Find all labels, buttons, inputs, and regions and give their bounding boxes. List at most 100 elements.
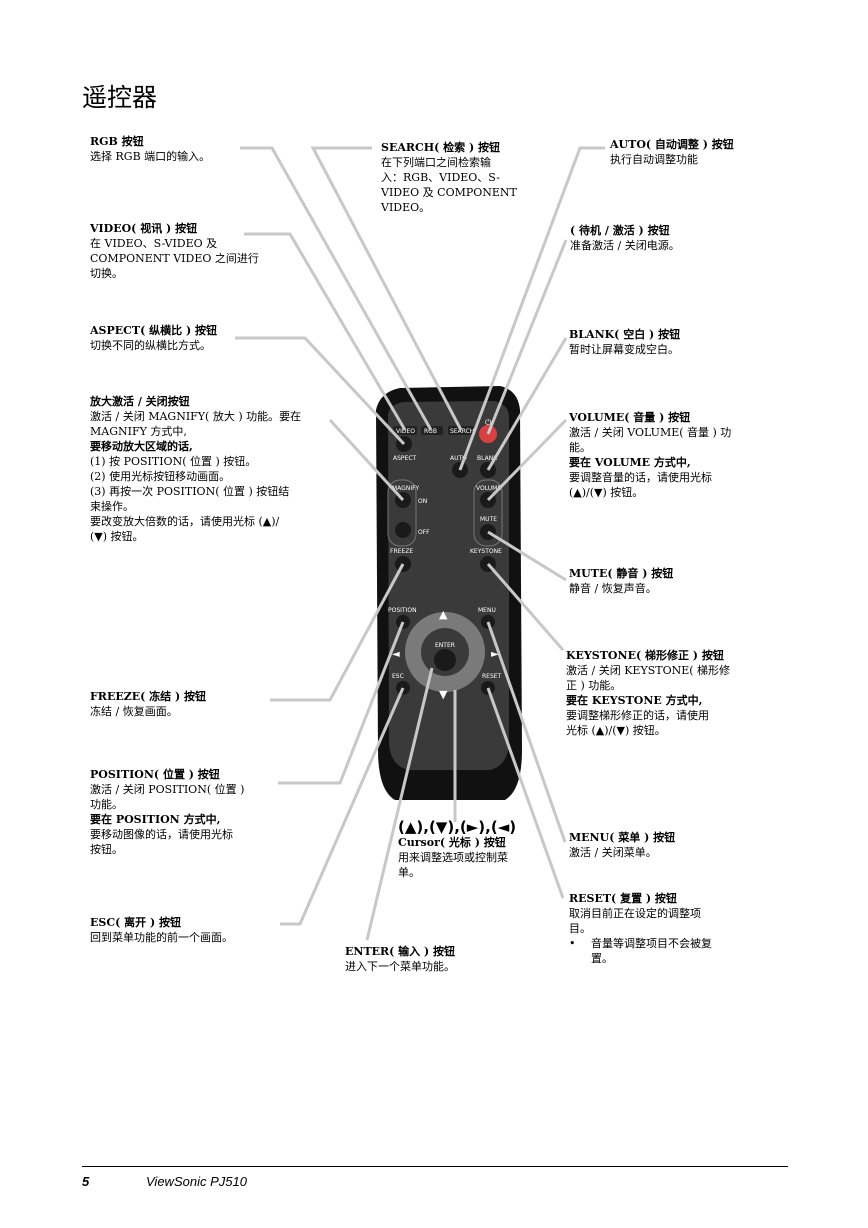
callout-lines (235, 146, 605, 941)
magnify-line: MAGNIFY 方式中, (90, 425, 187, 438)
remote-label-search: SEARCH (450, 428, 474, 435)
cursor-button-desc: (▲),(▼),(►),(◄) Cursor( 光标 ) 按钮 用来调整选项或控… (398, 820, 516, 880)
remote-label-volume: VOLUME (476, 485, 501, 492)
reset-bullet: • 音量等调整项目不会被复 置。 (569, 936, 744, 966)
video-line: COMPONENT VIDEO 之间进行 (90, 252, 259, 265)
menu-line: 激活 / 关闭菜单。 (569, 846, 657, 859)
position-sub: 要在 POSITION 方式中, (90, 813, 221, 826)
cursor-line: 单。 (398, 866, 420, 879)
remote-label-enter: ENTER (435, 642, 455, 649)
remote-buttons: VIDEO RGB SEARCH ⏻ ASPECT AUTO BLANK MAG… (387, 418, 503, 701)
freeze-title: FREEZE( 冻结 ) 按钮 (90, 690, 207, 703)
esc-line: 回到菜单功能的前一个画面。 (90, 931, 233, 944)
freeze-button-desc: FREEZE( 冻结 ) 按钮 冻结 / 恢复画面。 (90, 689, 206, 719)
esc-title: ESC( 离开 ) 按钮 (90, 916, 181, 929)
magnify-sub: 要移动放大区域的话, (90, 440, 193, 453)
bullet-icon: • (569, 937, 576, 950)
magnify-step: 要改变放大倍数的话，请使用光标 (▲)/ (90, 515, 280, 528)
video-button-desc: VIDEO( 视讯 ) 按钮 在 VIDEO、S-VIDEO 及 COMPONE… (90, 221, 259, 281)
page-title: 遥控器 (82, 83, 158, 112)
cursor-arrows: (▲),(▼),(►),(◄) (398, 818, 517, 836)
remote-label-on: ON (418, 498, 427, 505)
magnify-step: (1) 按 POSITION( 位置 ) 按钮。 (90, 455, 257, 468)
magnify-title: 放大激活 / 关闭按钮 (90, 395, 190, 408)
blank-button-desc: BLANK( 空白 ) 按钮 暂时让屏幕变成空白。 (569, 327, 680, 357)
cursor-right-icon: ► (491, 649, 499, 660)
cursor-line: 用来调整选项或控制菜 (398, 851, 508, 864)
rgb-title: RGB 按钮 (90, 135, 144, 148)
reset-button-desc: RESET( 复置 ) 按钮 取消目前正在设定的调整项 目。 • 音量等调整项目… (569, 891, 744, 966)
footer-rule (82, 1166, 788, 1167)
video-title: VIDEO( 视讯 ) 按钮 (90, 222, 198, 235)
keystone-line2: 要调整梯形修正的话，请使用 (566, 709, 709, 722)
remote-label-esc: ESC (392, 673, 404, 680)
remote-label-rgb: RGB (424, 428, 437, 435)
rgb-key (421, 426, 443, 435)
search-line: 在下列端口之间检索输 (381, 156, 491, 169)
keystone-title: KEYSTONE( 梯形修正 ) 按钮 (566, 649, 724, 662)
volume-button-desc: VOLUME( 音量 ) 按钮 激活 / 关闭 VOLUME( 音量 ) 功 能… (569, 410, 731, 500)
auto-title: AUTO( 自动调整 ) 按钮 (610, 138, 734, 151)
blank-line: 暂时让屏幕变成空白。 (569, 343, 679, 356)
volume-sub: 要在 VOLUME 方式中, (569, 456, 691, 469)
standby-line: 准备激活 / 关闭电源。 (570, 239, 680, 252)
keystone-line: 激活 / 关闭 KEYSTONE( 梯形修 (566, 664, 731, 677)
remote-label-menu: MENU (478, 607, 496, 614)
footer-brand: ViewSonic PJ510 (146, 1174, 247, 1189)
search-title: SEARCH( 检索 ) 按钮 (381, 141, 501, 154)
remote-label-keystone: KEYSTONE (470, 548, 502, 555)
enter-title: ENTER( 输入 ) 按钮 (345, 945, 456, 958)
remote-label-reset: RESET (482, 673, 502, 680)
freeze-line: 冻结 / 恢复画面。 (90, 705, 178, 718)
magnify-step: (2) 使用光标按钮移动画面。 (90, 470, 231, 483)
volume-line: 能。 (569, 441, 591, 454)
keystone-line: 正 ) 功能。 (566, 679, 622, 692)
reset-line: 目。 (569, 922, 591, 935)
cursor-down-icon: ▼ (439, 688, 448, 701)
mute-button-desc: MUTE( 静音 ) 按钮 静音 / 恢复声音。 (569, 566, 673, 596)
reset-title: RESET( 复置 ) 按钮 (569, 892, 677, 905)
magnify-step: (▼) 按钮。 (90, 530, 144, 543)
remote-label-auto: AUTO (450, 455, 467, 462)
video-line: 切换。 (90, 267, 123, 280)
blank-title: BLANK( 空白 ) 按钮 (569, 328, 681, 341)
keystone-sub: 要在 KEYSTONE 方式中, (566, 694, 703, 707)
menu-button-desc: MENU( 菜单 ) 按钮 激活 / 关闭菜单。 (569, 830, 675, 860)
reset-bullet-line: 置。 (591, 952, 613, 965)
cursor-left-icon: ◄ (392, 649, 400, 660)
reset-bullet-line: 音量等调整项目不会被复 (591, 937, 712, 950)
auto-line: 执行自动调整功能 (610, 153, 698, 166)
position-line2: 要移动图像的话，请使用光标 (90, 828, 233, 841)
position-line: 激活 / 关闭 POSITION( 位置 ) (90, 783, 245, 796)
search-line: 入：RGB、VIDEO、S- (381, 171, 500, 184)
search-button-desc: SEARCH( 检索 ) 按钮 在下列端口之间检索输 入：RGB、VIDEO、S… (381, 140, 517, 215)
video-key (393, 426, 417, 435)
search-line: VIDEO 及 COMPONENT (381, 186, 517, 199)
magnify-step: 束操作。 (90, 500, 134, 513)
remote-label-position: POSITION (388, 607, 417, 614)
magnify-step: (3) 再按一次 POSITION( 位置 ) 按钮结 (90, 485, 290, 498)
position-line: 功能。 (90, 798, 123, 811)
position-button-desc: POSITION( 位置 ) 按钮 激活 / 关闭 POSITION( 位置 )… (90, 767, 244, 857)
volume-title: VOLUME( 音量 ) 按钮 (569, 411, 691, 424)
magnify-off-key (395, 522, 411, 538)
esc-button-desc: ESC( 离开 ) 按钮 回到菜单功能的前一个画面。 (90, 915, 233, 945)
volume-line2: (▲)/(▼) 按钮。 (569, 486, 644, 499)
video-line: 在 VIDEO、S-VIDEO 及 (90, 237, 218, 250)
magnify-group (387, 479, 417, 547)
volume-group (473, 479, 503, 547)
enter-button-desc: ENTER( 输入 ) 按钮 进入下一个菜单功能。 (345, 944, 455, 974)
cursor-title: Cursor( 光标 ) 按钮 (398, 836, 506, 849)
aspect-title: ASPECT( 纵横比 ) 按钮 (90, 324, 217, 337)
remote-label-mute: MUTE (480, 516, 497, 523)
search-key (448, 426, 474, 435)
position-title: POSITION( 位置 ) 按钮 (90, 768, 220, 781)
aspect-button-desc: ASPECT( 纵横比 ) 按钮 切换不同的纵横比方式。 (90, 323, 217, 353)
aspect-line: 切换不同的纵横比方式。 (90, 339, 211, 352)
power-icon: ⏻ (485, 418, 492, 427)
reset-line: 取消目前正在设定的调整项 (569, 907, 701, 920)
enter-key (434, 649, 456, 671)
standby-button-desc: ( 待机 / 激活 ) 按钮 准备激活 / 关闭电源。 (570, 223, 680, 253)
remote-label-freeze: FREEZE (390, 548, 413, 555)
